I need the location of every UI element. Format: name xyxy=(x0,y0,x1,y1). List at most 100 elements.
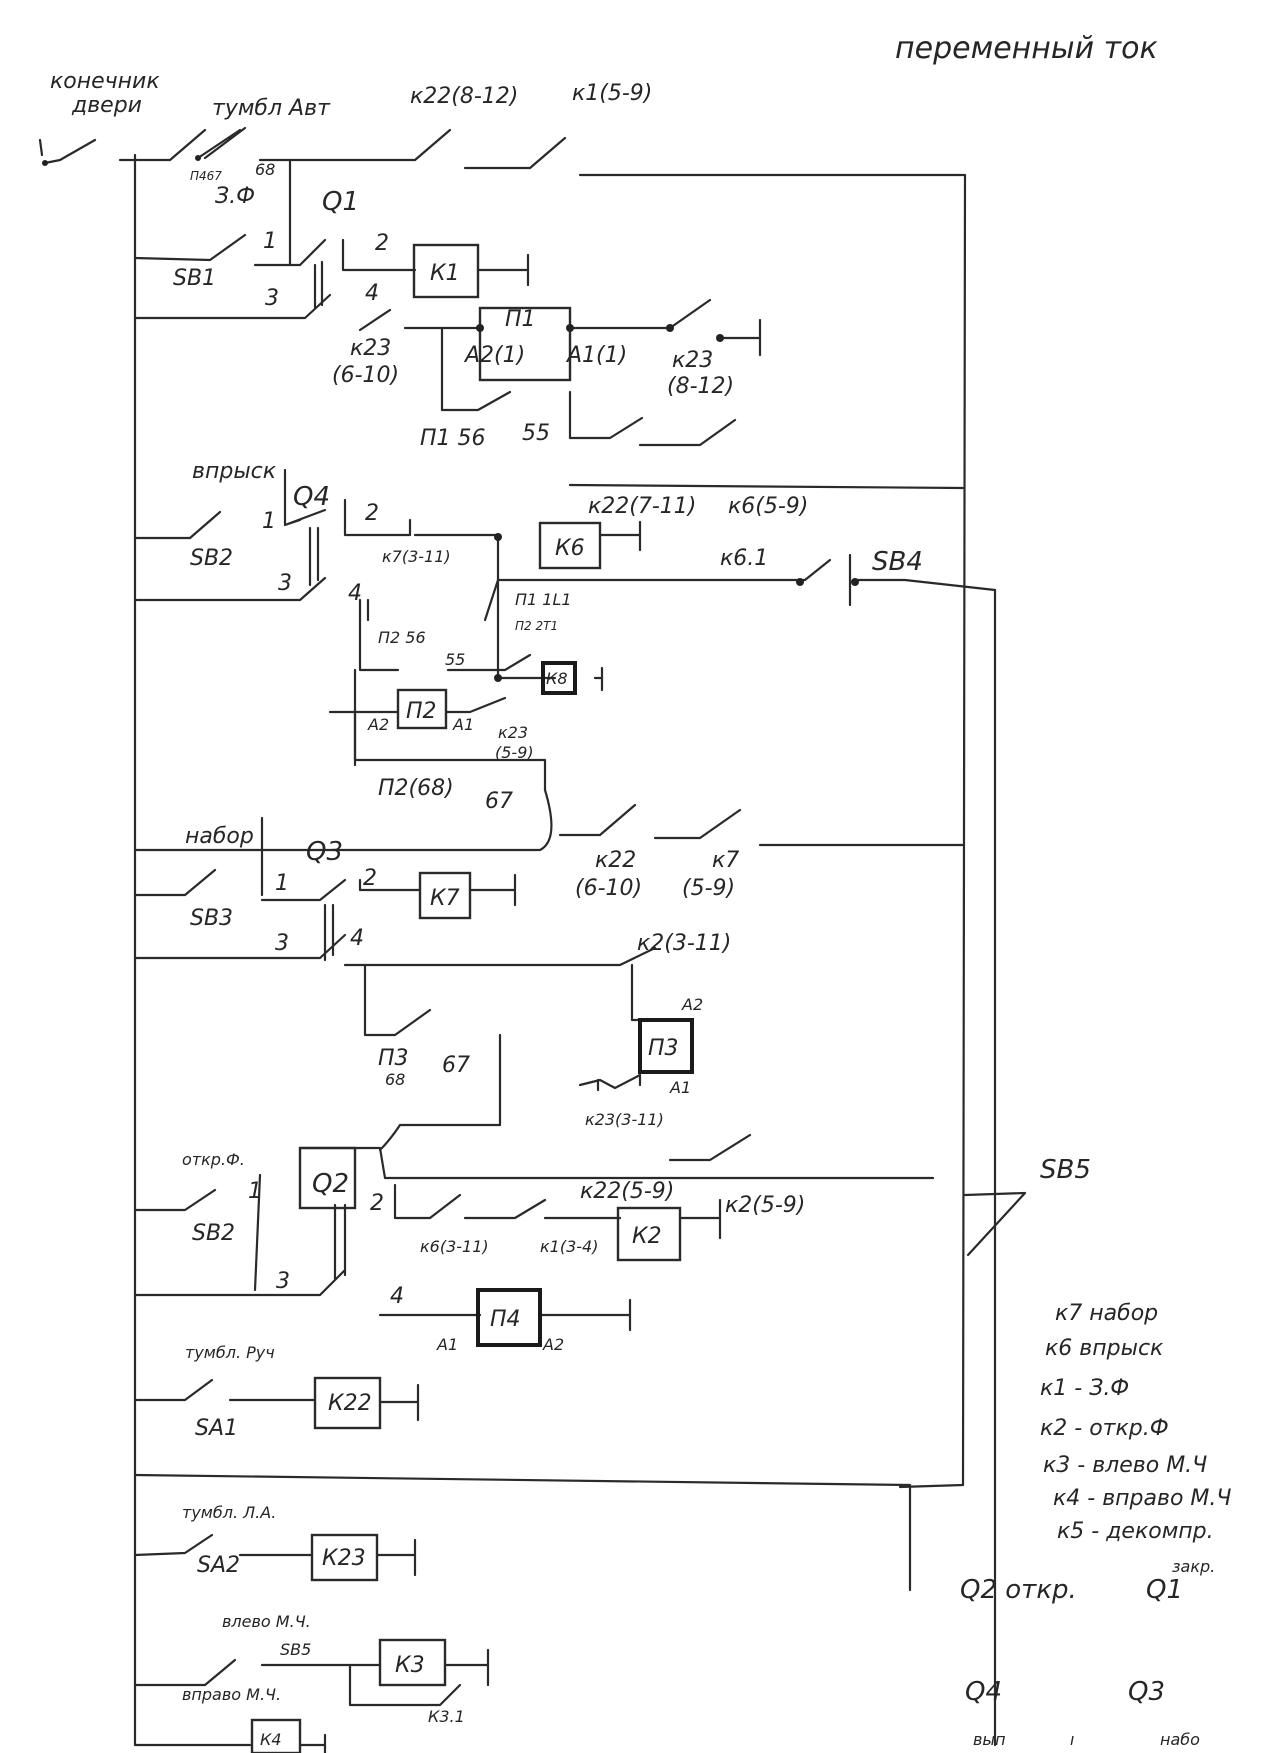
label-p2-55: 55 xyxy=(445,650,465,669)
p1-a2: А2(1) xyxy=(463,343,525,368)
q4-pin-2: 2 xyxy=(365,501,379,526)
q4-wiring xyxy=(133,468,997,792)
label-p4-68: 68 xyxy=(255,160,275,179)
label-sb5-right: SB5 xyxy=(1040,1155,1091,1185)
label-sa1: SA1 xyxy=(195,1416,238,1441)
label-k6-1: к6.1 xyxy=(720,546,768,571)
relay-p4-label: П4 xyxy=(490,1307,521,1332)
legend-item: к4 - вправо М.Ч xyxy=(1053,1486,1231,1511)
label-k6-5-9: к6(5-9) xyxy=(728,494,808,519)
relay-p1 xyxy=(478,306,572,382)
q1-pin-3: 3 xyxy=(265,286,279,311)
coil-k7-label: К7 xyxy=(430,886,460,911)
label-p2-56: П2 56 xyxy=(378,628,426,647)
q4-pin-3: 3 xyxy=(278,571,292,596)
legend-item: к2 - откр.Ф xyxy=(1040,1416,1169,1441)
relay-p3-label: П3 xyxy=(648,1036,679,1061)
coil-k3 xyxy=(378,1638,447,1687)
left-mc-row xyxy=(133,1648,490,1753)
coil-k4-label: К4 xyxy=(260,1730,282,1749)
label-k3-1: К3.1 xyxy=(428,1707,465,1726)
label-q1: Q1 xyxy=(322,187,359,217)
relay-p3 xyxy=(638,1018,694,1074)
q3-pin-3: 3 xyxy=(275,931,289,956)
note-q3-sub: набо xyxy=(1160,1730,1200,1749)
q2-wiring xyxy=(133,1133,1027,1332)
q4-pin-4: 4 xyxy=(348,581,362,606)
p3-a1: А1 xyxy=(669,1078,691,1097)
label-sb2-b: SB2 xyxy=(192,1221,235,1246)
note-q1-sup: закр. xyxy=(1172,1557,1215,1576)
label-close-f: З.Ф xyxy=(215,184,255,209)
coil-k1-label: К1 xyxy=(430,261,460,286)
label-k23-b: к23 xyxy=(672,348,713,373)
note-q1: Q1 xyxy=(1146,1575,1183,1605)
q3-pin-4: 4 xyxy=(350,926,364,951)
q2-pin-2: 2 xyxy=(370,1191,384,1216)
label-k2-3-11: к2(3-11) xyxy=(637,931,731,956)
q2-pin-1: 1 xyxy=(248,1179,262,1204)
q1-pin-4: 4 xyxy=(365,281,379,306)
coil-k2-label: К2 xyxy=(632,1224,662,1249)
label-q3: Q3 xyxy=(306,837,343,867)
q3-pin-2: 2 xyxy=(363,866,377,891)
label-p2-2t1: П2 2Т1 xyxy=(515,619,558,633)
label-p4-67: П467 xyxy=(190,169,222,183)
label-k6-3-11: к6(3-11) xyxy=(420,1237,489,1256)
coil-k1 xyxy=(412,243,480,299)
label-p1-55: 55 xyxy=(522,421,550,446)
label-injection: впрыск xyxy=(192,459,277,484)
label-k1-contact: к1(5-9) xyxy=(572,81,652,106)
label-k22-b: к22 xyxy=(595,848,636,873)
p3-a2: А2 xyxy=(681,995,703,1014)
manual-row xyxy=(133,1378,912,1592)
label-manual-toggle: тумбл. Руч xyxy=(185,1343,275,1362)
la-row xyxy=(133,1533,417,1577)
p1-a1: А1(1) xyxy=(565,343,627,368)
coil-k8-label: К8 xyxy=(546,669,568,688)
coil-k8 xyxy=(541,661,577,695)
right-bus xyxy=(578,173,967,1489)
relay-p2-label: П2 xyxy=(406,699,437,724)
legend-item: к7 набор xyxy=(1055,1301,1158,1326)
label-k22-5-9: к22(5-9) xyxy=(580,1179,674,1204)
p4-a2: А2 xyxy=(542,1335,564,1354)
label-k23-a-pins: (6-10) xyxy=(332,363,399,388)
p4-a1: А1 xyxy=(436,1335,458,1354)
label-k7-3-11: к7(3-11) xyxy=(382,547,451,566)
label-p1-1l1: П1 1L1 xyxy=(515,590,572,609)
label-p2-68: П2(68) xyxy=(378,776,454,801)
label-k22-7-11: к22(7-11) xyxy=(588,494,696,519)
legend-item: к5 - декомпр. xyxy=(1057,1519,1214,1544)
legend-item: к6 впрыск xyxy=(1045,1336,1164,1361)
q2-pin-3: 3 xyxy=(276,1269,290,1294)
legend: к7 набор к6 впрыск к1 - З.Ф к2 - откр.Ф … xyxy=(1040,1301,1231,1544)
label-sb1: SB1 xyxy=(173,266,216,291)
label-door: двери xyxy=(71,93,142,118)
relay-p1-label: П1 xyxy=(505,307,536,332)
label-k22-b-pins: (6-10) xyxy=(575,876,642,901)
note-separator: ı xyxy=(1070,1730,1074,1749)
top-switches xyxy=(38,126,567,170)
relay-p2 xyxy=(396,688,448,730)
label-auto-toggle: тумбл Авт xyxy=(212,96,331,121)
legend-item: к3 - влево М.Ч xyxy=(1043,1453,1207,1478)
q2-pin-4: 4 xyxy=(390,1284,404,1309)
legend-item: к1 - З.Ф xyxy=(1040,1376,1129,1401)
q1-pin-2: 2 xyxy=(375,231,389,256)
label-k1-3-4: к1(3-4) xyxy=(540,1237,598,1256)
label-k2-5-9: к2(5-9) xyxy=(725,1193,805,1218)
coil-k6-label: К6 xyxy=(555,536,585,561)
label-open-f: откр.Ф. xyxy=(182,1150,245,1169)
q4-pin-1: 1 xyxy=(262,509,276,534)
label-k7-b: к7 xyxy=(712,848,739,873)
label-right-mc: вправо М.Ч. xyxy=(182,1685,281,1704)
label-p3-67: 67 xyxy=(442,1053,470,1078)
label-sb2: SB2 xyxy=(190,546,233,571)
q3-pin-1: 1 xyxy=(275,871,289,896)
label-k22-contact: к22(8-12) xyxy=(410,84,518,109)
p2-a2: А2 xyxy=(367,715,389,734)
label-k23-c: к23 xyxy=(498,723,528,742)
label-k23-b-pins: (8-12) xyxy=(667,374,734,399)
